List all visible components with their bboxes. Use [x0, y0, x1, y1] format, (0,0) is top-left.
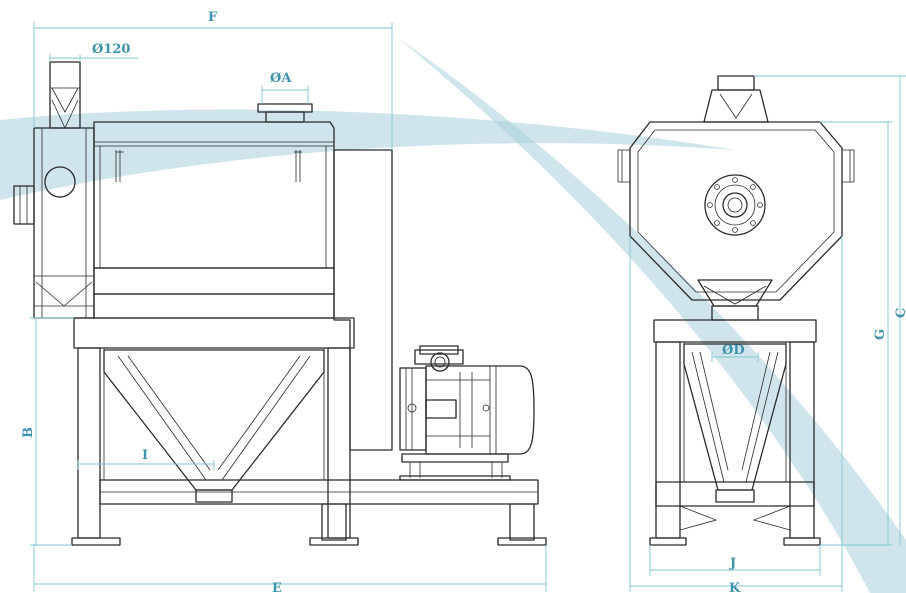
dimension-label-E: E	[272, 581, 282, 593]
side-top-inlet	[717, 75, 755, 91]
side-handle-right	[842, 149, 855, 183]
base-leg-right	[509, 503, 535, 541]
dimension-label-G: G	[873, 329, 888, 340]
drive-housing	[333, 149, 393, 451]
foot-mid	[309, 537, 359, 546]
frame-top-rail	[73, 317, 355, 349]
side-flange-port	[704, 174, 766, 236]
dimension-label-I: I	[142, 448, 148, 463]
frame-leg-left	[77, 347, 101, 539]
dimension-label-J: J	[729, 556, 736, 571]
latch-right	[294, 150, 302, 182]
swoosh-horizontal	[0, 109, 735, 200]
frame-leg-right	[327, 347, 351, 539]
front-view: F Ø120 ØA B I E	[13, 10, 547, 593]
side-foot-left	[649, 537, 687, 546]
side-flange	[13, 185, 35, 225]
side-view: ØD J K G C	[617, 75, 906, 593]
side-hopper-body	[629, 121, 843, 301]
dimension-label-K: K	[729, 581, 741, 593]
foot-left	[71, 537, 121, 546]
inspection-port	[44, 166, 76, 198]
foot-right	[497, 537, 547, 546]
dimension-label-diaA: ØA	[270, 71, 292, 86]
dimension-label-F: F	[208, 10, 218, 25]
side-frame-leg-left	[655, 341, 681, 539]
latch-left	[115, 150, 124, 182]
dimension-label-C: C	[894, 308, 906, 318]
background-swooshes	[0, 38, 906, 593]
dimension-label-diaD: ØD	[722, 343, 745, 358]
side-handle-left	[617, 149, 630, 183]
dimension-label-dia120: Ø120	[92, 42, 130, 57]
side-foot-right	[783, 537, 821, 546]
hopper-outlet	[195, 489, 233, 503]
side-frame-top	[653, 319, 817, 343]
dimension-label-B: B	[21, 427, 36, 438]
electric-motor	[399, 345, 535, 481]
base-leg-mid	[321, 503, 347, 541]
swoosh-diagonal	[398, 38, 906, 593]
